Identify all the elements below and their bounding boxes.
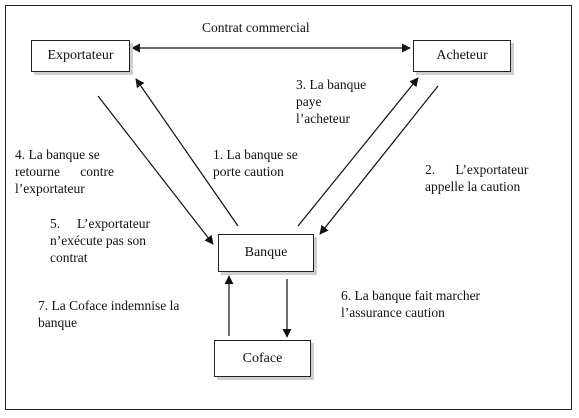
arrow-banque-to-exportateur [135,78,239,227]
label-step-6: 6. La banque fait marcher l’assurance ca… [341,287,480,321]
label-step-1-line: porte caution [213,164,284,179]
label-step-2-line: appelle la caution [425,179,521,194]
node-banque: Banque [218,234,314,272]
label-step-4-line: l’exportateur [15,181,85,196]
label-step-3-line: 3. La banque [296,77,367,92]
label-step-4-line: retourne contre [15,164,114,179]
diagram-frame [5,5,572,410]
label-step-6-line: 6. La banque fait marcher [341,288,481,303]
label-step-7-line: banque [38,315,77,330]
label-step-2: 2. L’exportateur appelle la caution [425,161,539,195]
node-acheteur: Acheteur [413,40,511,72]
arrow-exportateur-to-banque [97,95,214,245]
arrow-banque-to-acheteur [297,77,419,227]
label-step-4: 4. La banque se retourne contre l’export… [15,146,114,197]
label-step-6-line: l’assurance caution [341,305,445,320]
label-step-1: 1. La banque se porte caution [213,146,298,180]
label-contrat-commercial: Contrat commercial [202,20,310,35]
label-step-5-line: contrat [50,250,88,265]
label-step-5-line: n’exécute pas son [50,233,146,248]
label-step-3-line: paye [296,94,322,109]
label-step-4-line: 4. La banque se [15,147,100,162]
label-step-5: 5. L’exportateur n’exécute pas son contr… [50,215,150,266]
label-step-3: 3. La banque paye l’acheteur [296,76,366,127]
label-step-7: 7. La Coface indemnise la banque [38,297,179,331]
arrow-acheteur-to-banque [319,85,439,235]
label-step-2-line: 2. L’exportateur [425,162,529,177]
label-step-7-line: 7. La Coface indemnise la [38,298,180,313]
label-step-3-line: l’acheteur [296,111,350,126]
node-exportateur: Exportateur [31,40,130,72]
label-step-1-line: 1. La banque se [213,147,298,162]
label-step-5-line: 5. L’exportateur [50,216,150,231]
node-coface: Coface [214,340,311,377]
